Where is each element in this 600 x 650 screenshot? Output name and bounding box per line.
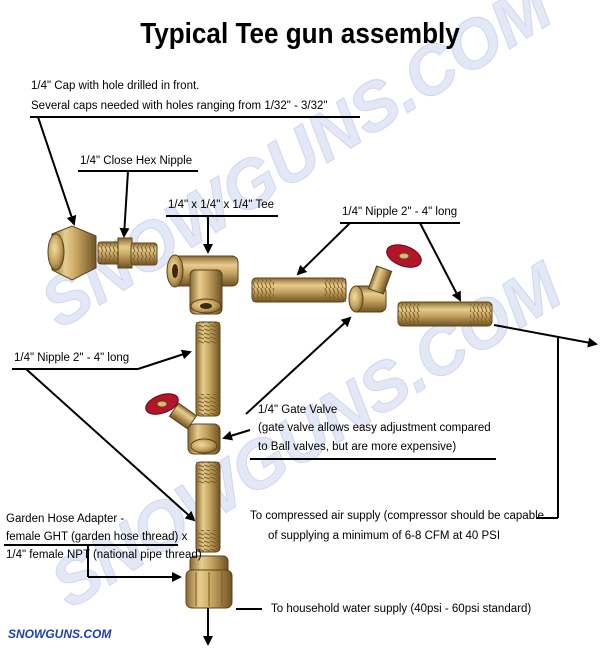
nipple-top-arrow-right xyxy=(419,222,461,302)
gate-valve-arrow-lower xyxy=(222,429,251,441)
hex-nipple-label: 1/4" Close Hex Nipple xyxy=(80,155,193,167)
cap-label-line2: Several caps needed with holes ranging f… xyxy=(31,100,328,112)
pipe-cap xyxy=(47,225,97,281)
nipple-vertical-2 xyxy=(195,461,221,553)
hose-adapter-label-line1: Garden Hose Adapter - xyxy=(6,513,125,525)
nipple-top-label: 1/4" Nipple 2" - 4" long xyxy=(342,206,458,218)
nipple-top-arrow-left xyxy=(296,222,351,276)
cap-label-line1: 1/4" Cap with hole drilled in front. xyxy=(31,80,200,92)
gate-valve-label-line1: 1/4" Gate Valve xyxy=(258,404,338,416)
brand-logo: SNOWGUNS.COM xyxy=(8,627,112,641)
nipple-left-arrow-upper xyxy=(137,349,192,370)
gate-valve-top xyxy=(348,244,422,313)
hose-adapter-label-line2: female GHT (garden hose thread) x xyxy=(6,531,188,543)
diagram-title: Typical Tee gun assembly xyxy=(140,18,460,50)
nipple-horizontal-1 xyxy=(251,277,347,303)
gate-valve-label-line3: to Ball valves, but are more expensive) xyxy=(258,441,457,453)
air-supply-label-line2: of supplying a minimum of 6-8 CFM at 40 … xyxy=(268,530,501,542)
air-supply-label-line1: To compressed air supply (compressor sho… xyxy=(250,510,545,522)
close-hex-nipple xyxy=(97,237,158,269)
tee-fitting xyxy=(166,254,239,315)
cap-arrow xyxy=(37,116,77,226)
leader-lines xyxy=(4,116,598,646)
garden-hose-adapter xyxy=(185,555,233,609)
water-supply-label: To household water supply (40psi - 60psi… xyxy=(271,603,532,615)
nipple-left-arrow-lower xyxy=(25,368,196,522)
air-outlet-arrow xyxy=(493,324,598,348)
nipple-vertical-1 xyxy=(195,321,221,417)
nipple-left-label: 1/4" Nipple 2" - 4" long xyxy=(14,352,130,364)
hex-nipple-arrow xyxy=(119,170,130,238)
gate-valve-lower xyxy=(145,393,221,455)
hose-adapter-label-line3: 1/4" female NPT (national pipe thread) xyxy=(6,549,202,561)
tee-label: 1/4" x 1/4" x 1/4" Tee xyxy=(168,199,275,211)
gate-valve-label-line2: (gate valve allows easy adjustment compa… xyxy=(258,422,491,434)
nipple-horizontal-2 xyxy=(397,301,493,327)
gate-valve-arrow-upper xyxy=(245,316,352,415)
